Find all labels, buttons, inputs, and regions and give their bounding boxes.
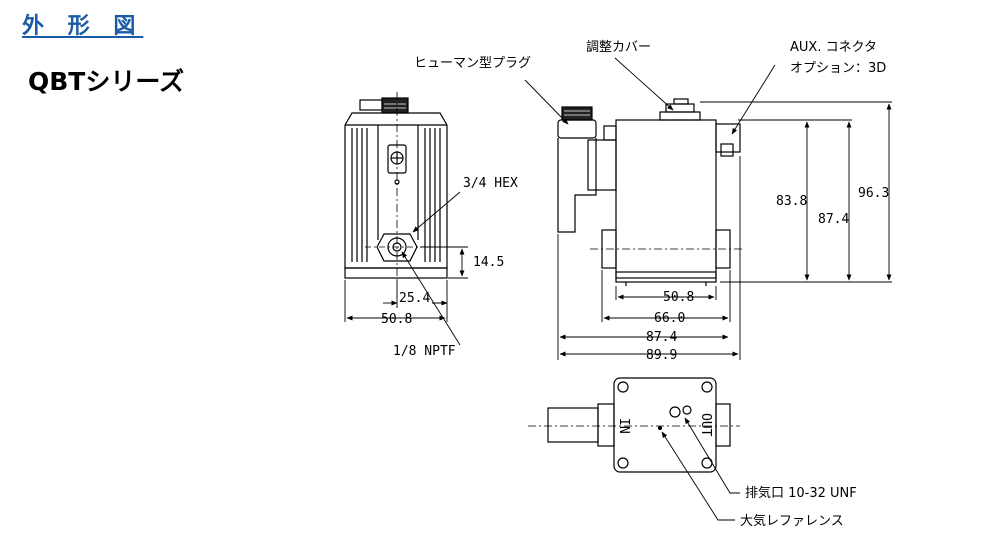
nptf-label: 1/8 NPTF	[393, 344, 456, 359]
exhaust-callout: 排気口 10-32 UNF	[745, 485, 857, 501]
dim-50-8-front: 50.8	[381, 312, 412, 327]
top-view	[528, 377, 740, 473]
front-body-outline	[344, 112, 448, 269]
out-label: OUT	[698, 413, 713, 437]
top-out-fitting	[715, 403, 731, 447]
dim-87-4-w: 87.4	[646, 330, 677, 345]
dim-25-4: 25.4	[399, 291, 430, 306]
plug-callout: ヒューマン型プラグ	[414, 56, 531, 71]
aux-callout-line2: オプション：3D	[790, 61, 886, 76]
side-body	[615, 119, 717, 279]
aux-connector	[715, 123, 741, 153]
front-cap-left	[359, 99, 383, 111]
dim-87-4-h: 87.4	[818, 212, 849, 227]
front-knob	[381, 97, 409, 114]
top-plug	[547, 407, 599, 443]
dim-96-3: 96.3	[858, 186, 889, 201]
atmos-ref-hole	[657, 425, 663, 431]
top-leaders	[661, 417, 740, 521]
page-heading: 外 形 図	[22, 14, 144, 39]
dim-83-8: 83.8	[776, 194, 807, 209]
plug-head	[561, 106, 593, 121]
side-view	[557, 98, 745, 286]
series-title: QBTシリーズ	[28, 67, 185, 96]
dim-89-9: 89.9	[646, 348, 677, 363]
plug-body	[557, 138, 597, 233]
hex-fitting	[376, 233, 418, 262]
dim-66-0: 66.0	[654, 311, 685, 326]
front-base	[344, 267, 448, 279]
cover-callout: 調整カバー	[586, 40, 651, 55]
front-dimensions	[344, 191, 468, 346]
side-dimensions	[524, 57, 892, 360]
aux-callout-line1: AUX. コネクタ	[790, 40, 877, 55]
exhaust-port	[669, 406, 681, 418]
dim-50-8-side: 50.8	[663, 290, 694, 305]
hex-label: 3/4 HEX	[463, 176, 518, 191]
in-label: IN	[616, 418, 631, 434]
front-view	[344, 92, 448, 300]
dim-14-5: 14.5	[473, 255, 504, 270]
plug-connector	[587, 139, 617, 191]
atmos-callout: 大気レファレンス	[740, 513, 844, 529]
